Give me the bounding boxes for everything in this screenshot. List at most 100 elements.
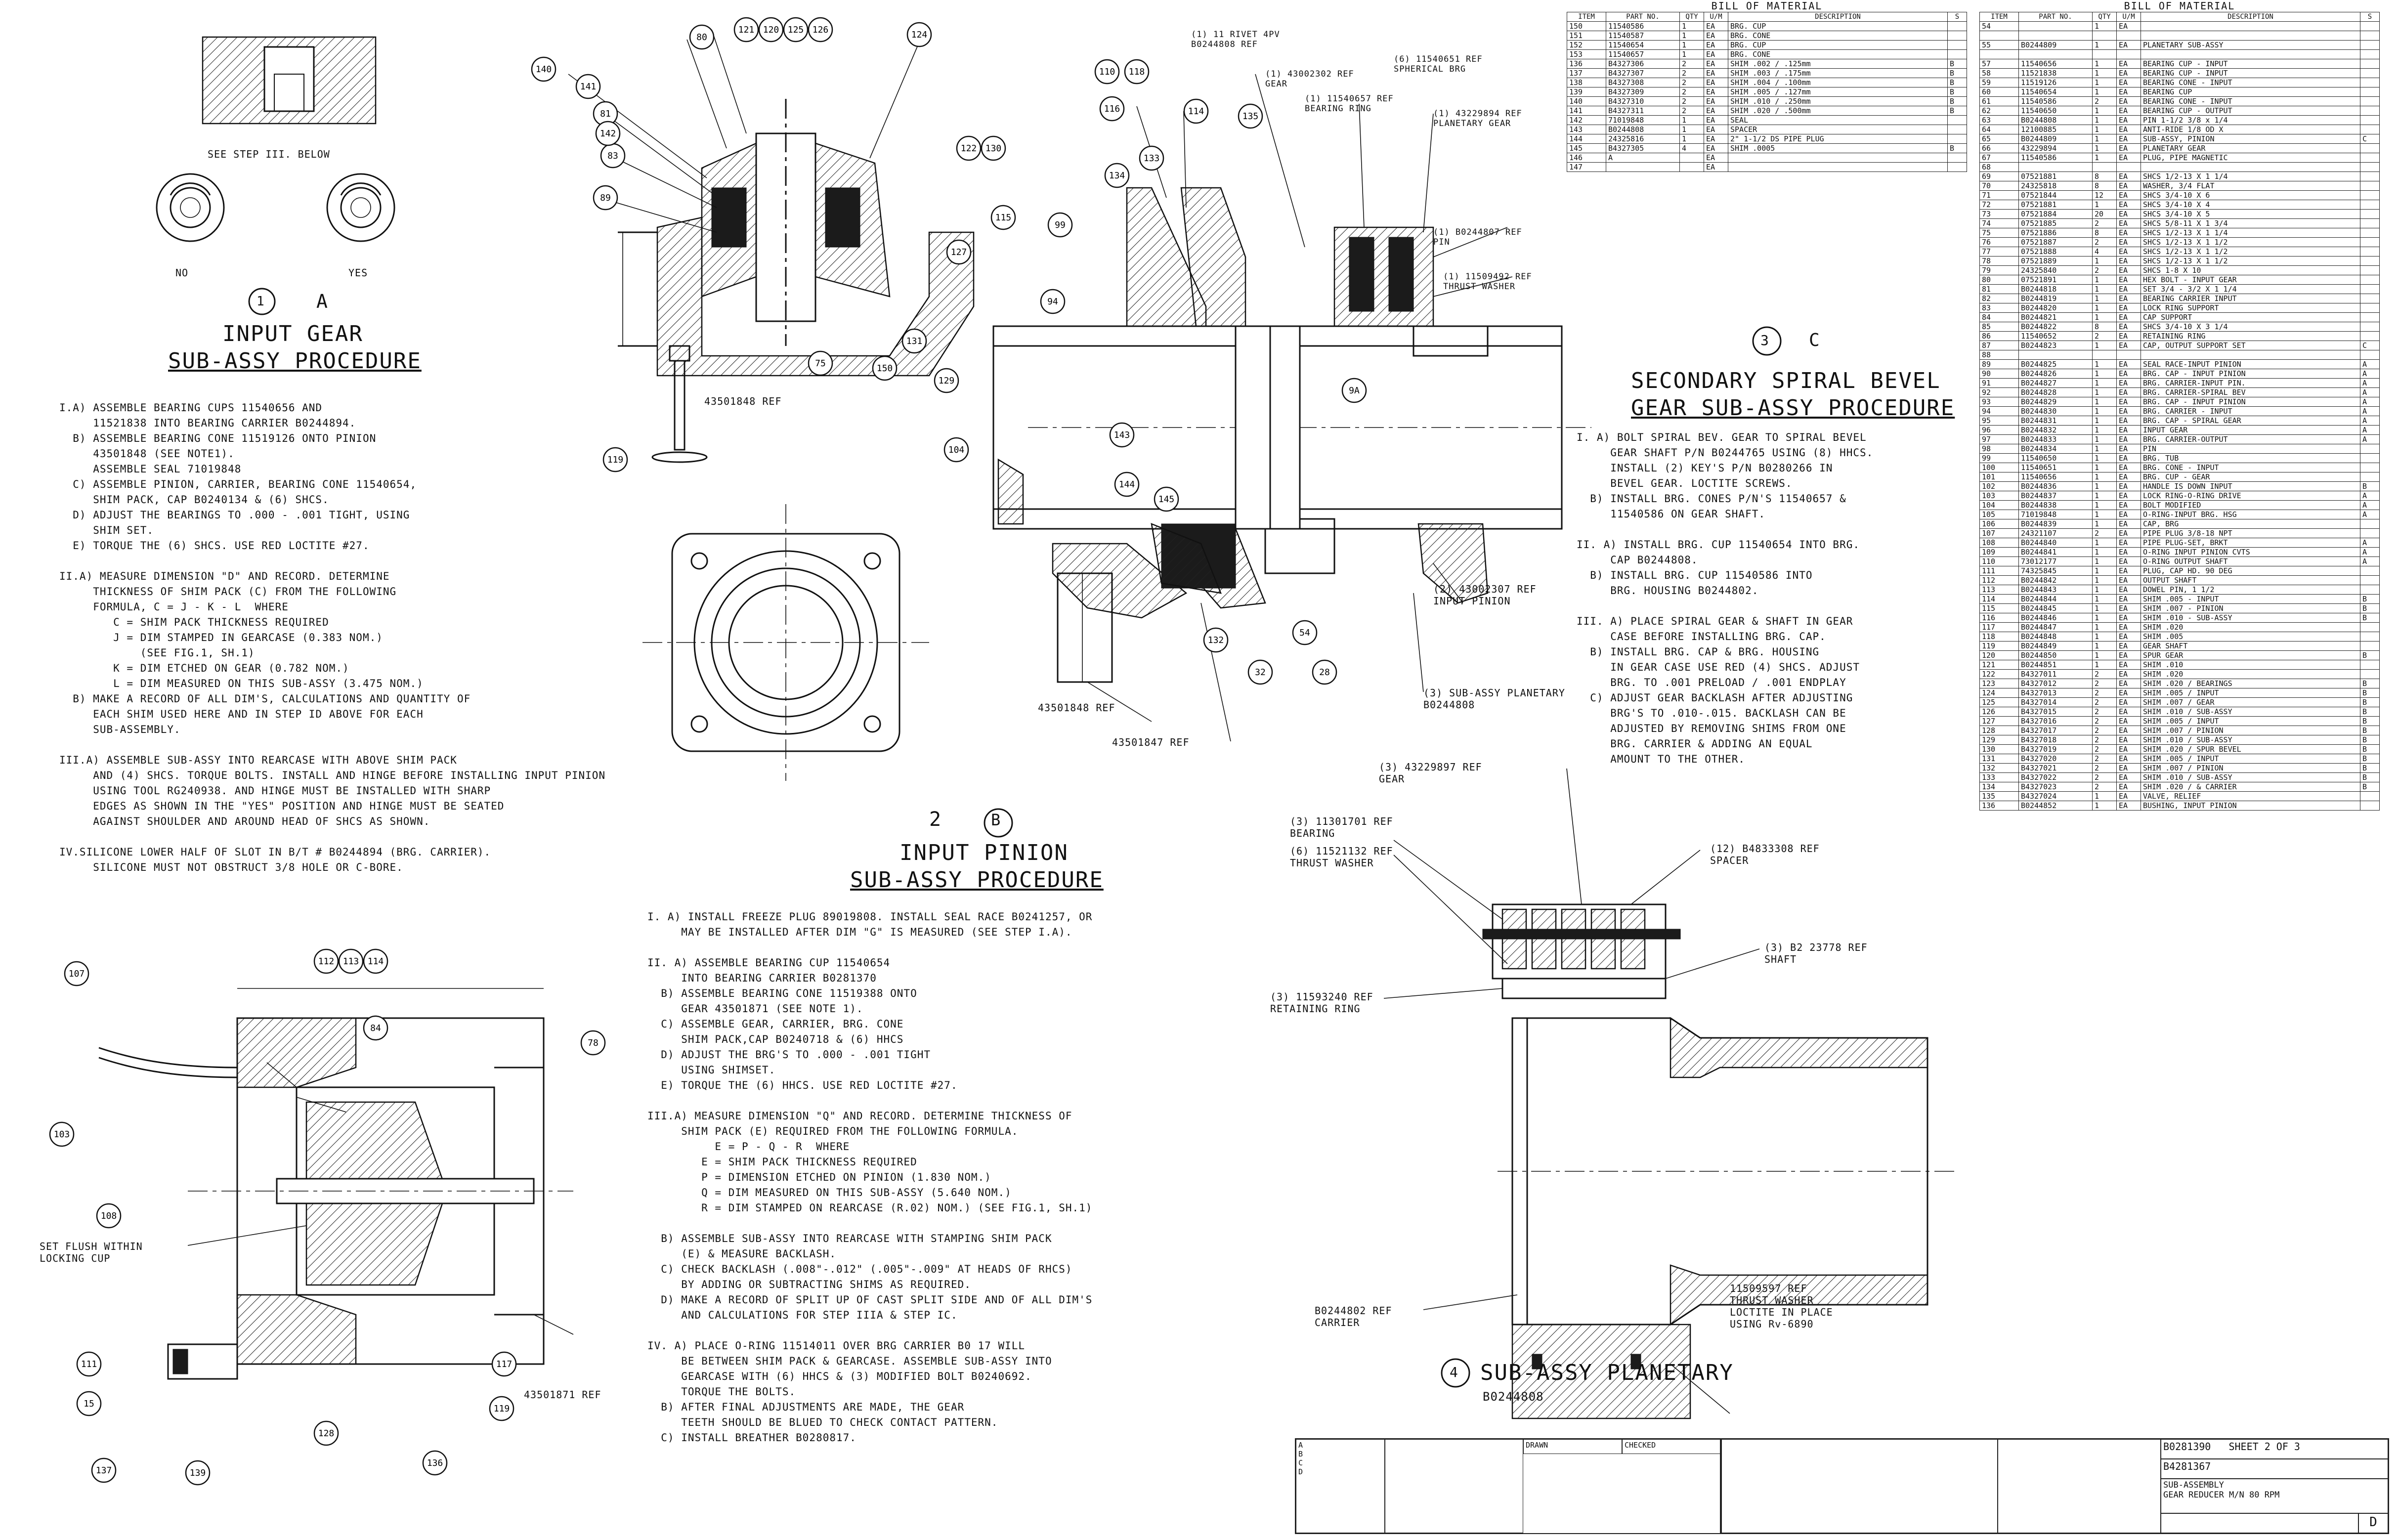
table-cell: 24321107	[2018, 528, 2093, 538]
section-b-letter: B	[991, 811, 1001, 829]
balloon-a-119: 119	[607, 455, 624, 465]
table-cell: SHIM .010 / SUB-ASSY	[2141, 772, 2360, 782]
table-cell: 113	[1979, 585, 2019, 595]
table-cell: B4327013	[2018, 688, 2093, 698]
table-cell: 120	[1979, 650, 2019, 660]
table-cell: 136	[1567, 59, 1606, 69]
table-cell	[2360, 566, 2380, 576]
table-cell: 136	[1979, 801, 2019, 811]
bom-col-desc: DESCRIPTION	[2141, 12, 2360, 22]
leader-lines	[187, 29, 1760, 1414]
table-cell: EA	[2116, 68, 2141, 78]
table-cell: 152	[1567, 40, 1606, 50]
balloon-a-141: 141	[580, 82, 597, 92]
table-cell: EA	[2116, 322, 2141, 332]
table-cell	[2360, 801, 2380, 811]
table-cell	[2360, 228, 2380, 238]
table-cell: 11540656	[2018, 59, 2093, 69]
table-cell: B0244836	[2018, 481, 2093, 491]
table-cell: EA	[2116, 444, 2141, 454]
table-cell: 82	[1979, 294, 2019, 303]
table-cell: SHIM .005 / INPUT	[2141, 754, 2360, 764]
table-cell: 1	[2092, 660, 2117, 670]
table-cell: B0244818	[2018, 284, 2093, 294]
table-cell: 90	[1979, 369, 2019, 379]
table-cell: 139	[1567, 87, 1606, 97]
table-cell: 1	[1679, 31, 1704, 41]
table-cell: EA	[2116, 397, 2141, 407]
table-cell: LOCK RING-O-RING DRIVE	[2141, 491, 2360, 501]
table-cell: EA	[2116, 650, 2141, 660]
table-cell: 70	[1979, 181, 2019, 191]
section-c-letter: C	[1809, 330, 1820, 350]
table-cell: B0244822	[2018, 322, 2093, 332]
table-cell: EA	[1704, 134, 1728, 144]
table-cell: B	[2360, 613, 2380, 623]
table-cell: 129	[1979, 735, 2019, 745]
revision-checked: CHECKED	[1622, 1439, 1721, 1454]
table-cell: A	[2360, 369, 2380, 379]
table-cell: 1	[2092, 791, 2117, 801]
table-cell: O-RING OUTPUT SHAFT	[2141, 556, 2360, 566]
table-cell: B0244851	[2018, 660, 2093, 670]
section-c-notes: I. A) BOLT SPIRAL BEV. GEAR TO SPIRAL BE…	[1577, 431, 1874, 765]
drawing-no: B0281390	[2163, 1441, 2211, 1453]
table-cell	[2360, 49, 2380, 59]
title-block-approvals	[1998, 1439, 2161, 1533]
table-cell: 100	[1979, 463, 2019, 472]
table-cell: O-RING INPUT PINION CVTS	[2141, 547, 2360, 557]
balloon-b-112: 112	[318, 956, 335, 967]
table-cell: EA	[1704, 96, 1728, 106]
table-cell: 83	[1979, 303, 2019, 313]
table-cell: SHIM .005 - INPUT	[2141, 594, 2360, 604]
balloon-b-136: 136	[427, 1458, 443, 1468]
table-cell: PIN 1-1/2 3/8 x 1/4	[2141, 115, 2360, 125]
table-cell: 2	[2092, 679, 2117, 688]
table-cell: 95	[1979, 416, 2019, 426]
table-cell: 112	[1979, 575, 2019, 585]
bom-col-um: U/M	[1704, 12, 1728, 22]
table-cell: SHIM .010 - SUB-ASSY	[2141, 613, 2360, 623]
table-cell: 1	[2092, 378, 2117, 388]
section-d-title: SUB-ASSY PLANETARY	[1480, 1360, 1734, 1385]
section-a-notes: I.A) ASSEMBLE BEARING CUPS 11540656 AND …	[59, 402, 606, 873]
table-cell: B0244823	[2018, 341, 2093, 350]
table-cell: 07521891	[2018, 275, 2093, 285]
bearing-carrier-front-view	[642, 504, 929, 781]
table-cell	[2141, 31, 2360, 41]
balloon-b-113: 113	[343, 956, 359, 967]
bom-col-qty: QTY	[1679, 12, 1704, 22]
table-cell: EA	[2116, 228, 2141, 238]
table-cell: SHCS 1/2-13 X 1 1/2	[2141, 247, 2360, 257]
table-cell: B	[1947, 96, 1967, 106]
table-cell: RETAINING RING	[2141, 331, 2360, 341]
table-cell: 11540650	[2018, 106, 2093, 116]
table-cell: B	[2360, 772, 2380, 782]
table-cell: 104	[1979, 500, 2019, 510]
table-cell	[2360, 237, 2380, 247]
table-cell: INPUT GEAR	[2141, 425, 2360, 435]
table-cell: 98	[1979, 444, 2019, 454]
table-cell: PIPE PLUG-SET, BRKT	[2141, 538, 2360, 548]
table-cell: EA	[2116, 669, 2141, 679]
table-cell	[2360, 463, 2380, 472]
table-cell: BRG. CONE - INPUT	[2141, 463, 2360, 472]
table-cell: 106	[1979, 519, 2019, 529]
table-cell: EA	[2116, 275, 2141, 285]
table-cell: EA	[2116, 294, 2141, 303]
bom-right-header-row: ITEM PART NO. QTY U/M DESCRIPTION S	[1979, 12, 2380, 22]
callout-input-pinion-ref: 43501871 REF	[524, 1389, 601, 1401]
table-cell: EA	[2116, 575, 2141, 585]
